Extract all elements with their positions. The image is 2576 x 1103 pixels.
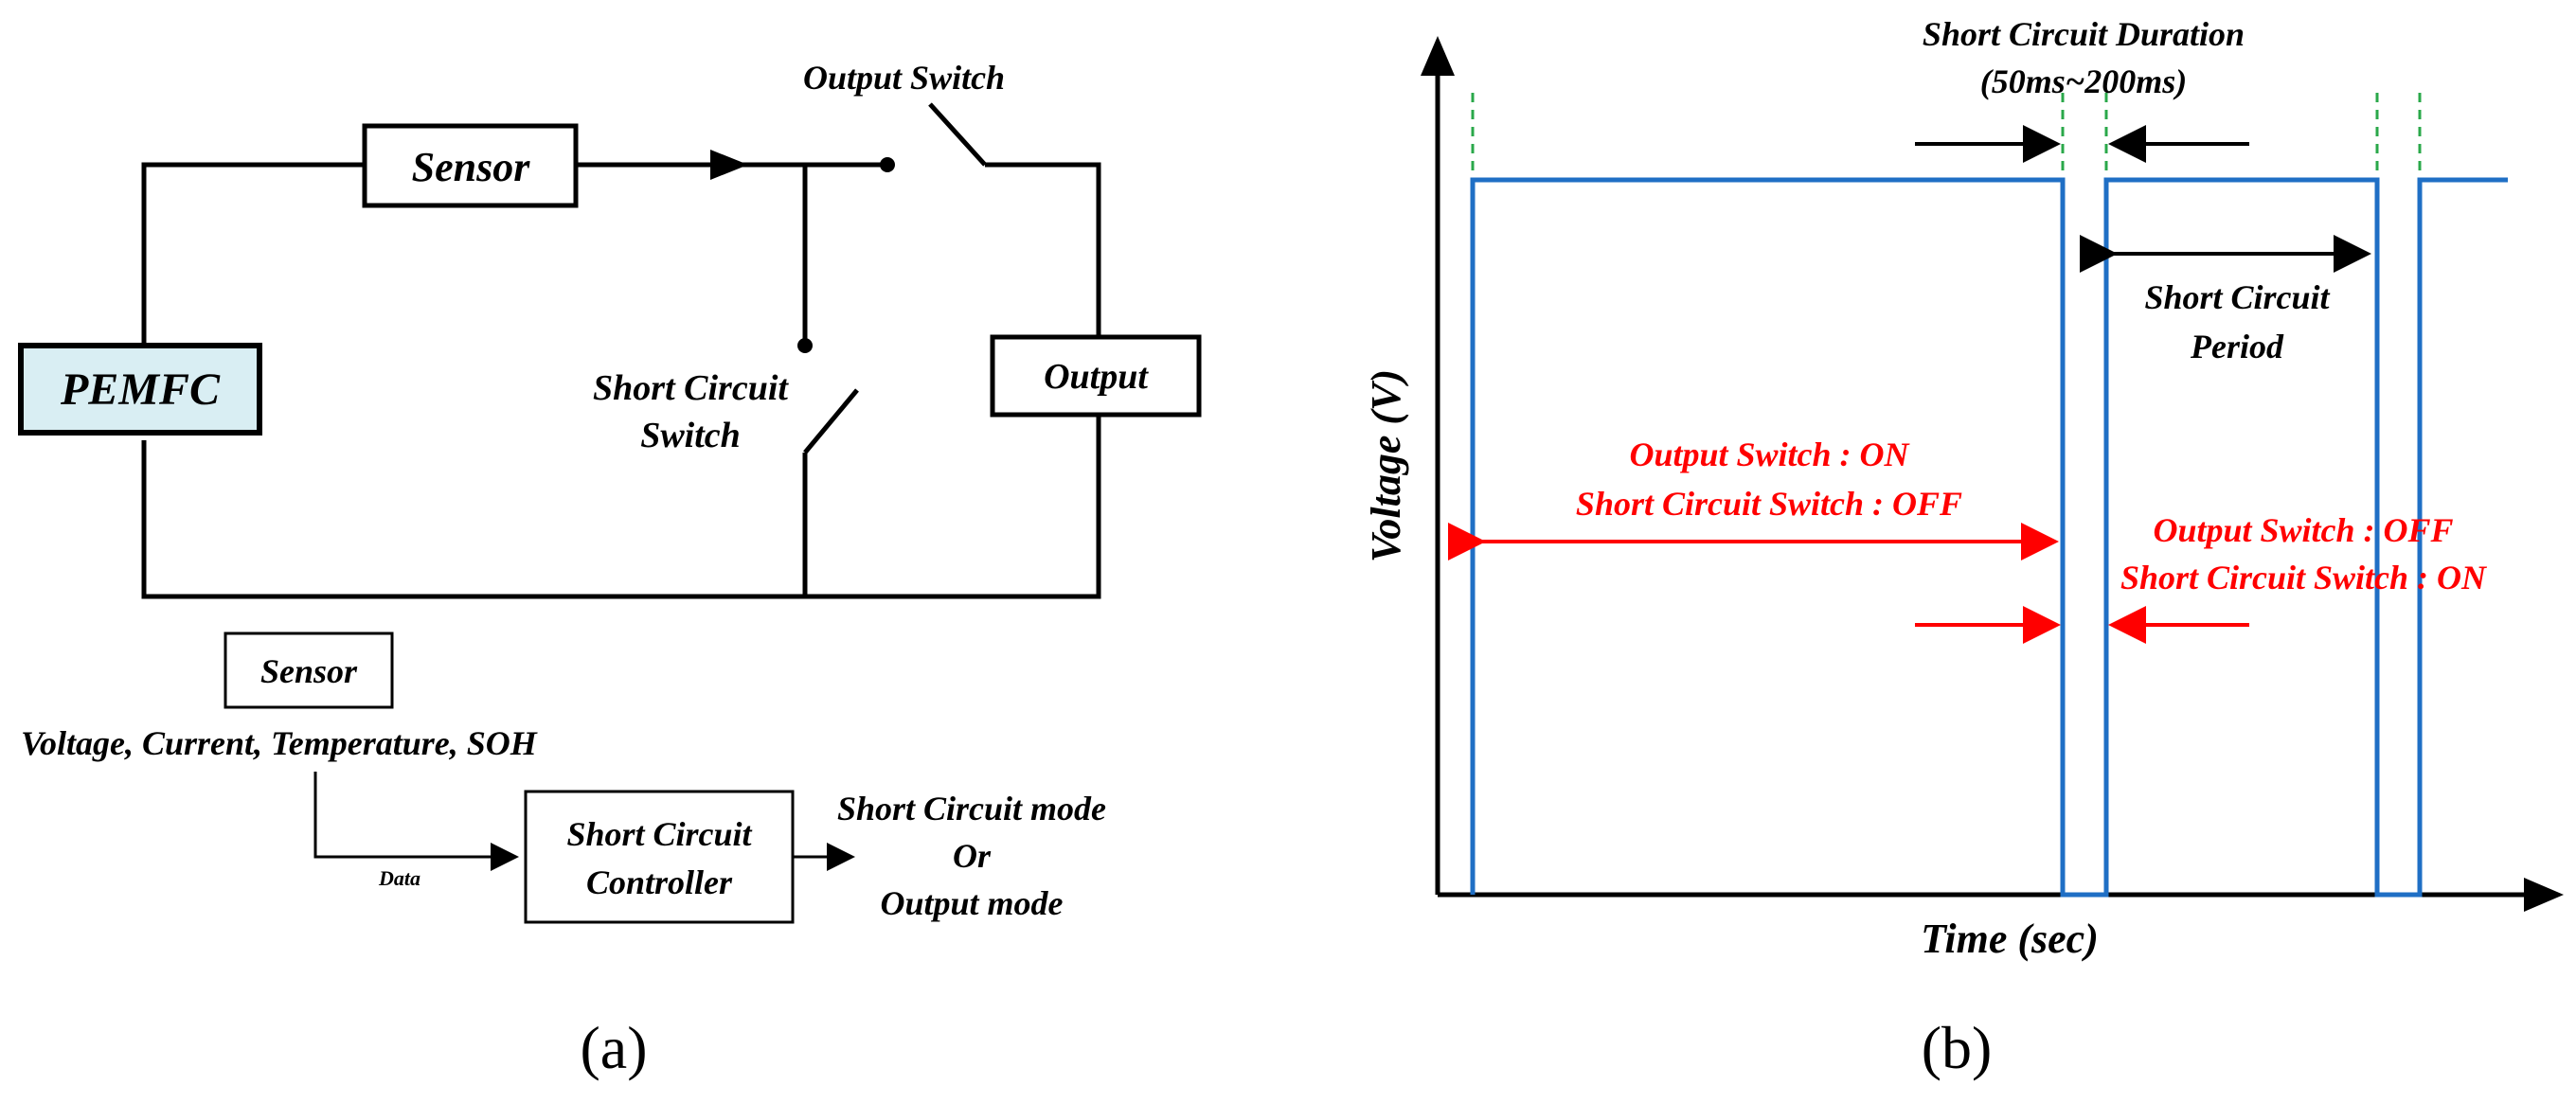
on-state-label-1: Output Switch : ON	[1629, 436, 1910, 473]
x-axis-label: Time (sec)	[1921, 916, 2099, 962]
controller-label-1: Short Circuit	[566, 815, 752, 853]
output-box	[990, 334, 1202, 418]
period-label-2: Period	[2190, 328, 2284, 365]
short-switch-blade	[803, 388, 859, 454]
mode-line-3: Output mode	[880, 884, 1063, 922]
mode-line-2: Or	[953, 837, 992, 875]
sensor-box-label: Sensor	[412, 144, 531, 190]
panel-a-circuit	[141, 102, 1101, 599]
duration-label-1: Short Circuit Duration	[1923, 15, 2245, 53]
x-axis-arrowhead	[2524, 878, 2564, 912]
short-switch-label-2: Switch	[640, 416, 741, 455]
sensor-legend-box	[224, 632, 394, 709]
output-switch-blade	[928, 102, 987, 167]
panel-b-axes	[1435, 66, 2533, 898]
short-switch-label-1: Short Circuit	[593, 368, 789, 408]
on-state-label-2: Short Circuit Switch : OFF	[1576, 485, 1962, 523]
controller-box	[524, 790, 795, 924]
guide-lines	[1471, 93, 2422, 180]
flow-arrow-head	[710, 150, 748, 180]
off-state-label-2: Short Circuit Switch : ON	[2120, 559, 2488, 596]
voltage-waveform	[1470, 177, 2508, 898]
data-flow-line	[313, 772, 519, 871]
pemfc-box	[18, 343, 262, 436]
sensor-measures: Voltage, Current, Temperature, SOH	[21, 724, 538, 762]
output-switch-label: Output Switch	[803, 59, 1005, 97]
caption-a: (a)	[580, 1014, 647, 1081]
mode-line-1: Short Circuit mode	[837, 790, 1106, 827]
sensor-box	[362, 123, 579, 208]
wire-output-bottom	[141, 415, 1101, 599]
wire-output-right	[985, 162, 1101, 337]
output-switch-contact	[880, 157, 895, 172]
data-label: Data	[378, 866, 420, 890]
wire-left-top	[141, 162, 365, 346]
controller-label-2: Controller	[586, 863, 733, 901]
caption-b: (b)	[1922, 1014, 1993, 1081]
duration-label-2: (50ms~200ms)	[1980, 62, 2188, 100]
short-switch-contact	[797, 338, 813, 353]
period-label-1: Short Circuit	[2144, 278, 2330, 316]
y-axis-arrowhead	[1421, 36, 1455, 76]
output-box-label: Output	[1044, 357, 1149, 397]
sensor-legend-label: Sensor	[260, 652, 358, 690]
off-state-label-1: Output Switch : OFF	[2153, 511, 2453, 549]
pemfc-box-label: PEMFC	[60, 365, 221, 415]
y-axis-label: Voltage (V)	[1363, 369, 1409, 562]
